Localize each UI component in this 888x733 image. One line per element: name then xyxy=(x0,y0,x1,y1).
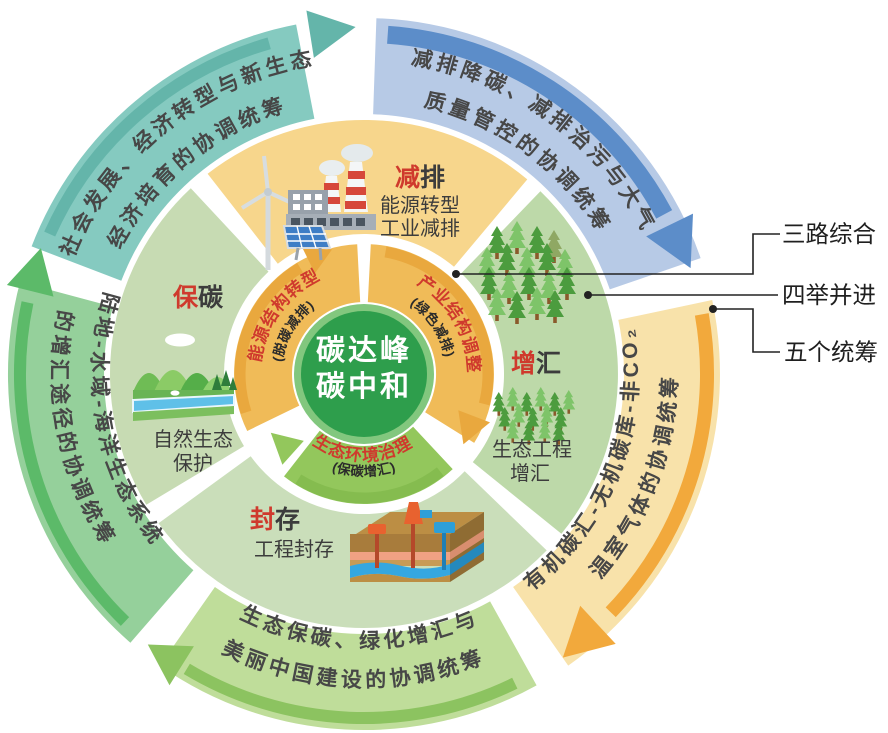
section-sub-baotan-1: 保护 xyxy=(173,452,213,475)
section-sub-fengcun-0: 工程封存 xyxy=(254,538,334,561)
annotation-dot-four-actions xyxy=(584,291,592,299)
annotation-dot-three-paths xyxy=(452,270,460,278)
inner-note-ecology: (保碳增汇) xyxy=(331,459,398,479)
section-sub-baotan-0: 自然生态 xyxy=(153,428,233,451)
inner-seg-ecology-arrowhead xyxy=(270,432,304,465)
annotation-dot-five-coordinations xyxy=(709,305,717,313)
outer-arc-social xyxy=(31,24,315,281)
outer-arc-sink-band xyxy=(605,313,715,618)
storage-icon xyxy=(350,502,484,582)
mountain-icon xyxy=(132,333,237,421)
outer-arc-land-arrowhead xyxy=(6,248,54,297)
smoke-icon xyxy=(319,160,345,176)
section-sub-jianpai-0: 能源转型 xyxy=(380,194,460,217)
inner-seg-ecology-band xyxy=(295,467,444,504)
center-title-line1: 碳达峰 xyxy=(316,334,412,367)
inner-seg-energy-arrowhead xyxy=(302,248,333,274)
section-head-jianpai: 减排 xyxy=(395,164,445,192)
outer-arc-social-band xyxy=(44,37,271,237)
inner-seg-energy-band xyxy=(234,262,303,414)
river-icon xyxy=(132,393,235,414)
outer-arc-sink-arrowhead xyxy=(562,605,616,658)
center-title-line2: 碳中和 xyxy=(316,370,412,403)
section-sub-zenghui-1: 增汇 xyxy=(510,462,550,485)
section-jianpai xyxy=(207,119,528,267)
annotation-line-three-paths xyxy=(456,233,780,275)
chimney-icon xyxy=(322,162,368,212)
section-zenghui xyxy=(461,191,618,534)
section-head-baotan: 保碳 xyxy=(172,284,224,312)
small-pines xyxy=(212,370,237,390)
injection-rigs xyxy=(368,502,455,570)
outer-arc-air-arrowhead xyxy=(646,213,693,269)
outer-arc-land xyxy=(7,281,194,643)
annotation-label-three-paths: 三路综合 xyxy=(782,221,876,247)
outer-arc-china-arrowhead xyxy=(147,644,194,686)
cloud-icon xyxy=(165,333,195,347)
outer-arc-land-band xyxy=(13,301,130,626)
cow-icon xyxy=(170,390,180,396)
section-head-fengcun: 封存 xyxy=(250,506,300,534)
section-head-zenghui: 增汇 xyxy=(511,349,561,378)
inner-seg-industry-band xyxy=(384,246,494,406)
outer-arc-air xyxy=(373,18,701,290)
outer-arc-sink xyxy=(513,300,720,666)
annotation-line-five-coordinations xyxy=(713,308,780,353)
solar-panel-icon xyxy=(282,225,332,261)
turbine-hub xyxy=(264,188,272,196)
inner-seg-industry-arrowhead xyxy=(458,410,490,445)
factory-icon xyxy=(240,144,376,270)
outer-arc-china-band xyxy=(183,663,518,724)
annotation-label-five-coordinations: 五个统筹 xyxy=(784,339,878,365)
annotation-label-four-actions: 四举并进 xyxy=(782,282,876,308)
smoke-icon xyxy=(341,144,373,162)
center-circle xyxy=(301,311,427,437)
icons-layer xyxy=(132,144,576,582)
section-baotan xyxy=(110,188,269,505)
outer-arc-air-band xyxy=(387,25,673,219)
section-sub-jianpai-1: 工业减排 xyxy=(380,217,460,240)
section-sub-zenghui-0: 生态工程 xyxy=(492,438,572,461)
outer-arc-social-arrowhead xyxy=(306,10,356,58)
